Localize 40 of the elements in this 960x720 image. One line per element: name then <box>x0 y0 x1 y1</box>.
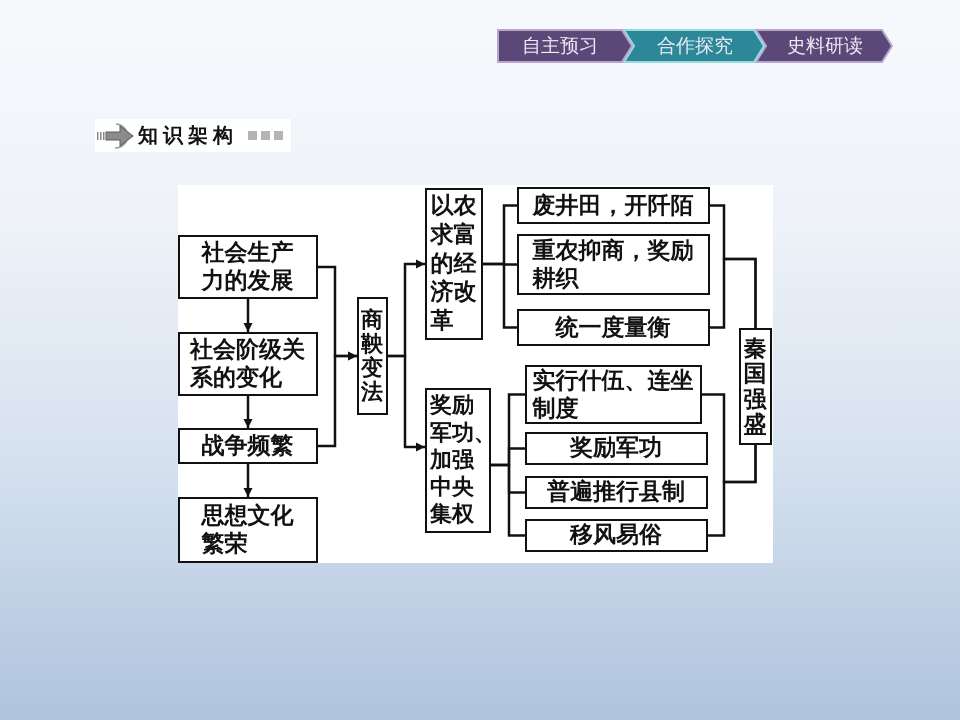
arrow <box>244 396 252 428</box>
flow-text: 普遍推行县制 <box>546 479 686 506</box>
flow-box <box>178 235 318 299</box>
flow-box <box>178 497 318 563</box>
flow-text: 社会阶级关系的变化 <box>190 336 306 392</box>
nav-tab: 自主预习 <box>497 29 633 63</box>
flow-box <box>517 187 710 224</box>
flow-text: 重农抑商，奖励耕织 <box>532 236 694 292</box>
flow-text: 战争频繁 <box>201 432 294 460</box>
nav-tab: 史料研读 <box>755 29 893 63</box>
flow-text: 以农求富的经济改革 <box>430 192 478 336</box>
flow-box <box>525 476 708 509</box>
flow-text: 社会生产力的发展 <box>201 238 294 296</box>
arrow <box>244 464 252 497</box>
flow-text: 思想文化繁荣 <box>201 502 294 558</box>
flow-text: 移风易俗 <box>570 522 663 549</box>
flow-text: 商鞅变法 <box>360 308 384 404</box>
flow-text: 废井田，开阡陌 <box>532 192 694 220</box>
flow-box <box>357 297 388 415</box>
arrow <box>318 352 357 448</box>
flow-text: 秦国强盛 <box>743 336 768 438</box>
flow-text: 统一度量衡 <box>555 314 672 342</box>
connector-line <box>483 262 517 329</box>
flow-box <box>178 428 318 464</box>
flow-text: 实行什伍、连坐制度 <box>532 366 694 422</box>
flow-box <box>178 332 318 396</box>
arrow <box>244 299 252 332</box>
section-title: 知识架构 <box>138 122 238 149</box>
connector-line <box>710 258 757 329</box>
flow-box <box>517 234 710 295</box>
arrow <box>388 354 425 452</box>
connector-line <box>491 464 525 537</box>
nav-tab: 合作探究 <box>623 29 765 63</box>
flow-text: 奖励军功 <box>570 435 663 462</box>
flow-text: 奖励军功、加强中央集权 <box>430 392 486 529</box>
flow-box <box>517 309 710 346</box>
flow-box <box>525 432 708 465</box>
flow-box <box>739 328 772 445</box>
connector-line <box>708 445 757 537</box>
flow-box <box>525 519 708 552</box>
